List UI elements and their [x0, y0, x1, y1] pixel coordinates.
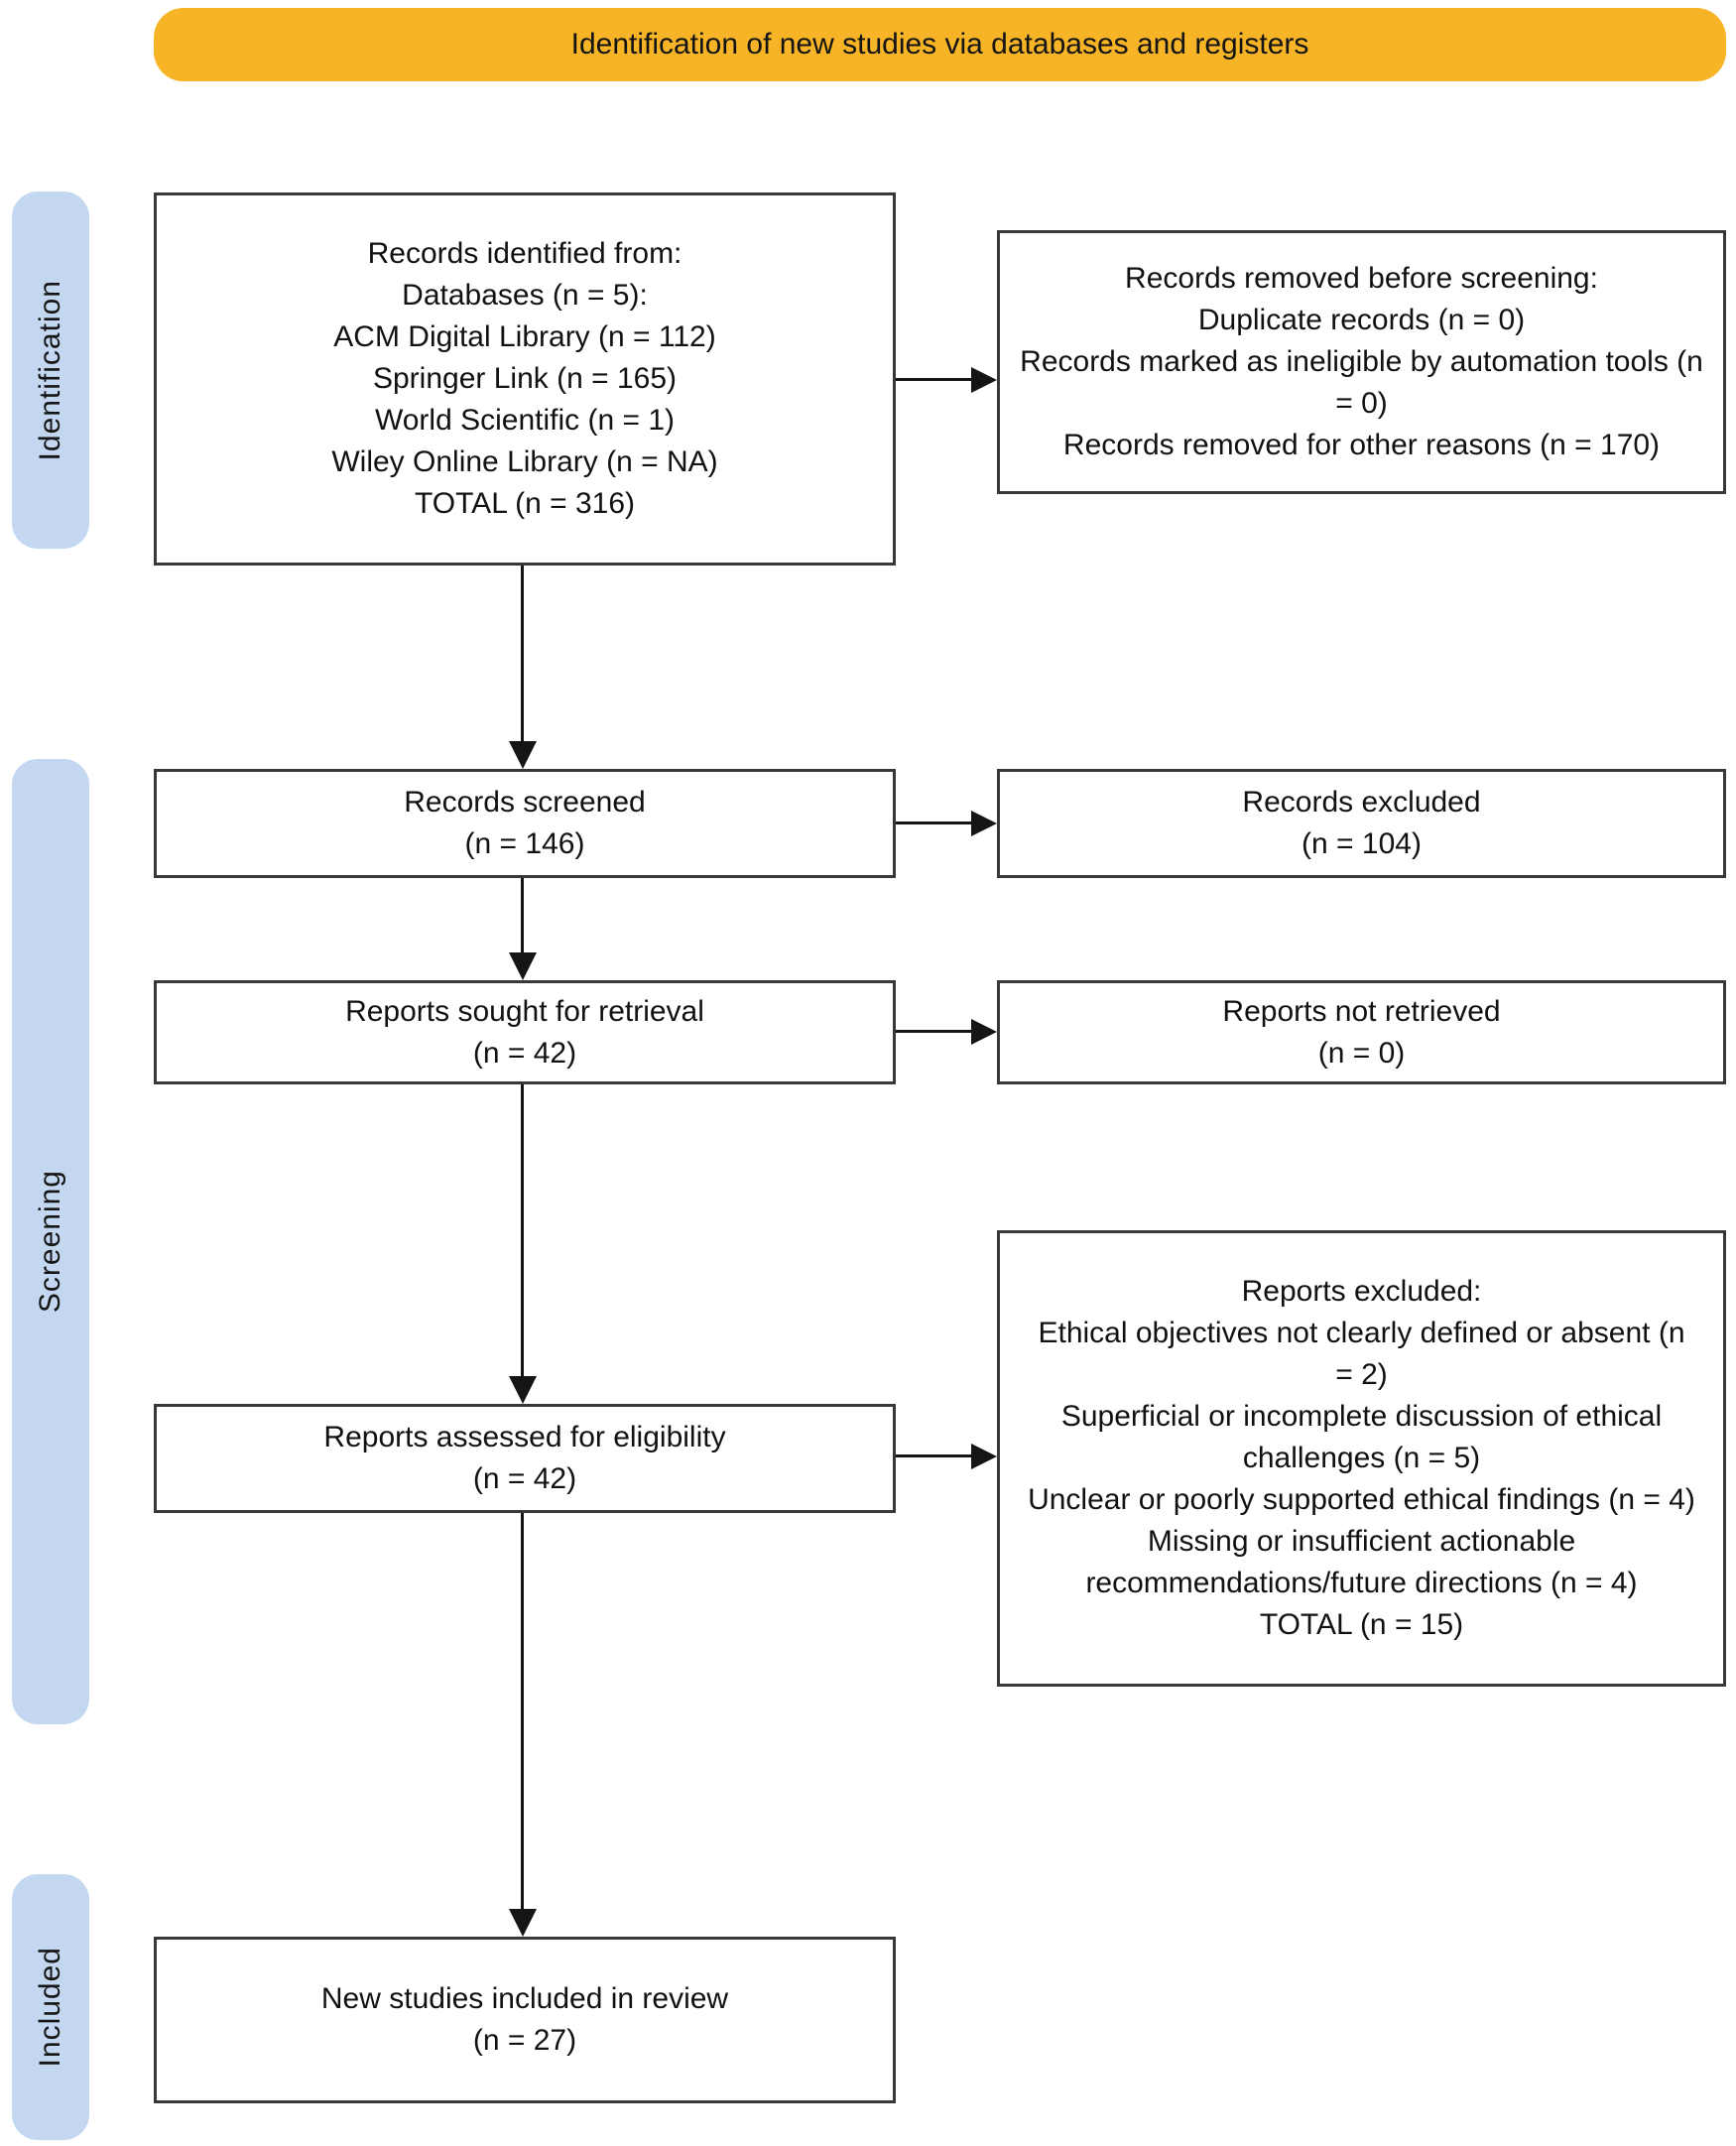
box-line: TOTAL (n = 15): [1259, 1608, 1464, 1641]
box-line: Records excluded: [1242, 786, 1481, 819]
box-line: (n = 104): [1302, 827, 1422, 860]
box-new-studies-included: New studies included in review (n = 27): [154, 1937, 896, 2103]
banner-identification-via-databases: Identification of new studies via databa…: [154, 8, 1726, 81]
arrow-sought-to-assessed: [521, 1084, 524, 1376]
box-records-identified: Records identified from: Databases (n = …: [154, 192, 896, 566]
box-reports-excluded-reasons: Reports excluded: Ethical objectives not…: [997, 1230, 1726, 1687]
box-line: Records removed for other reasons (n = 1…: [1062, 429, 1661, 461]
box-line: TOTAL (n = 316): [414, 487, 636, 520]
stage-label-included: Included: [12, 1874, 89, 2140]
arrow-sought-to-not-retrieved: [896, 1030, 971, 1033]
box-line: Missing or insufficient actionable recom…: [1085, 1525, 1638, 1599]
box-line: ACM Digital Library (n = 112): [333, 320, 716, 353]
box-line: Records removed before screening:: [1125, 262, 1598, 295]
box-line: Wiley Online Library (n = NA): [331, 445, 718, 478]
arrow-screened-to-excluded: [896, 821, 971, 824]
box-line: Ethical objectives not clearly defined o…: [1038, 1317, 1685, 1391]
box-line: (n = 42): [472, 1036, 577, 1070]
box-line: Records screened: [404, 786, 646, 819]
stage-label-identification: Identification: [12, 191, 89, 549]
arrow-assessed-to-included: [521, 1513, 524, 1909]
box-records-excluded: Records excluded (n = 104): [997, 769, 1726, 878]
box-line: Reports not retrieved: [1222, 994, 1501, 1028]
arrow-identified-to-removed: [896, 378, 971, 381]
box-reports-not-retrieved: Reports not retrieved (n = 0): [997, 980, 1726, 1084]
arrow-assessed-to-reports-excluded: [896, 1454, 971, 1457]
box-line: (n = 27): [472, 2024, 577, 2057]
box-line: Springer Link (n = 165): [372, 362, 677, 395]
stage-label-included-text: Included: [34, 1947, 66, 2068]
box-records-screened: Records screened (n = 146): [154, 769, 896, 878]
arrow-identified-to-screened: [521, 566, 524, 741]
banner-title: Identification of new studies via databa…: [570, 28, 1309, 61]
box-line: New studies included in review: [320, 1982, 729, 2015]
box-line: Superficial or incomplete discussion of …: [1060, 1400, 1663, 1474]
stage-label-identification-text: Identification: [34, 279, 66, 461]
box-reports-assessed-for-eligibility: Reports assessed for eligibility (n = 42…: [154, 1404, 896, 1513]
box-line: Reports excluded:: [1241, 1275, 1482, 1308]
box-line: Duplicate records (n = 0): [1197, 304, 1526, 336]
stage-label-screening-text: Screening: [34, 1170, 66, 1314]
box-line: World Scientific (n = 1): [374, 404, 676, 437]
arrow-screened-to-sought: [521, 878, 524, 952]
box-line: Records marked as ineligible by automati…: [1020, 345, 1703, 420]
box-line: Records identified from:: [367, 237, 682, 270]
box-line: Databases (n = 5):: [402, 279, 648, 312]
box-line: (n = 146): [464, 827, 585, 860]
box-line: (n = 42): [472, 1462, 577, 1495]
box-reports-sought-for-retrieval: Reports sought for retrieval (n = 42): [154, 980, 896, 1084]
box-line: Reports assessed for eligibility: [323, 1421, 726, 1453]
box-line: (n = 0): [1317, 1036, 1406, 1070]
box-records-removed-before-screening: Records removed before screening: Duplic…: [997, 230, 1726, 494]
box-line: Reports sought for retrieval: [345, 994, 704, 1028]
box-line: Unclear or poorly supported ethical find…: [1028, 1483, 1695, 1516]
stage-label-screening: Screening: [12, 759, 89, 1724]
